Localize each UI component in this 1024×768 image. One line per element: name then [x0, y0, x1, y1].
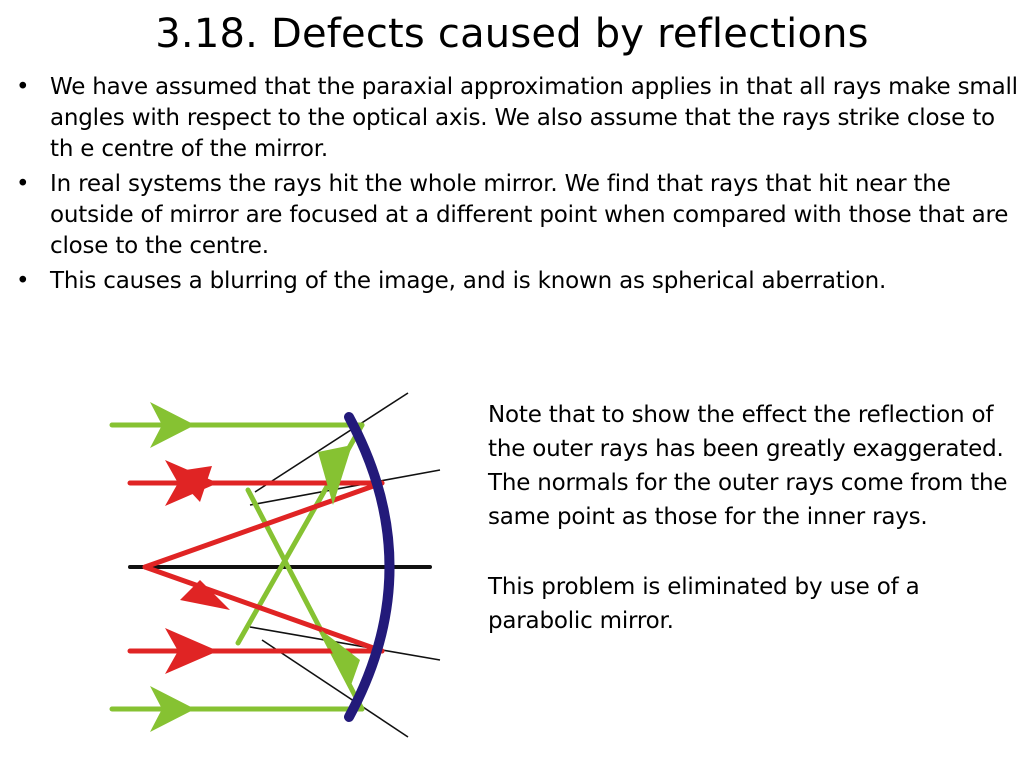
- normal-line-bottom: [261, 639, 409, 738]
- bullet-list: • We have assumed that the paraxial appr…: [14, 72, 1018, 301]
- normal-line-top: [254, 392, 409, 493]
- arrow-head-icon: [321, 630, 360, 688]
- bullet-text: This causes a blurring of the image, and…: [50, 268, 887, 294]
- note-paragraph: Note that to show the effect the reflect…: [488, 402, 1008, 530]
- bullet-marker: •: [16, 74, 30, 100]
- arrow-head-icon: [172, 466, 212, 502]
- arrow-head-icon: [180, 580, 230, 610]
- arrow-head-icon: [150, 402, 195, 448]
- inner-ray-reflected-bottom: [142, 564, 385, 654]
- spherical-mirror: [344, 412, 395, 722]
- arrow-head-icon: [318, 445, 352, 505]
- normal-line-lower: [249, 626, 441, 661]
- bullet-text: In real systems the rays hit the whole m…: [50, 171, 1009, 259]
- bullet-item: • In real systems the rays hit the whole…: [14, 169, 1018, 262]
- spherical-aberration-diagram: [109, 392, 441, 738]
- bullet-text: We have assumed that the paraxial approx…: [50, 74, 1018, 162]
- bullet-marker: •: [16, 171, 30, 197]
- normal-line-upper: [249, 469, 441, 506]
- bullet-marker: •: [16, 268, 30, 294]
- inner-ray-reflected-top: [142, 480, 385, 570]
- note-text: Note that to show the effect the reflect…: [488, 398, 1008, 674]
- bullet-item: • This causes a blurring of the image, a…: [14, 266, 1018, 297]
- arrow-head-icon: [150, 686, 195, 732]
- bullet-item: • We have assumed that the paraxial appr…: [14, 72, 1018, 165]
- slide-title: 3.18. Defects caused by reflections: [155, 11, 869, 57]
- arrow-head-icon: [165, 628, 218, 674]
- note-paragraph: This problem is eliminated by use of a p…: [488, 574, 920, 634]
